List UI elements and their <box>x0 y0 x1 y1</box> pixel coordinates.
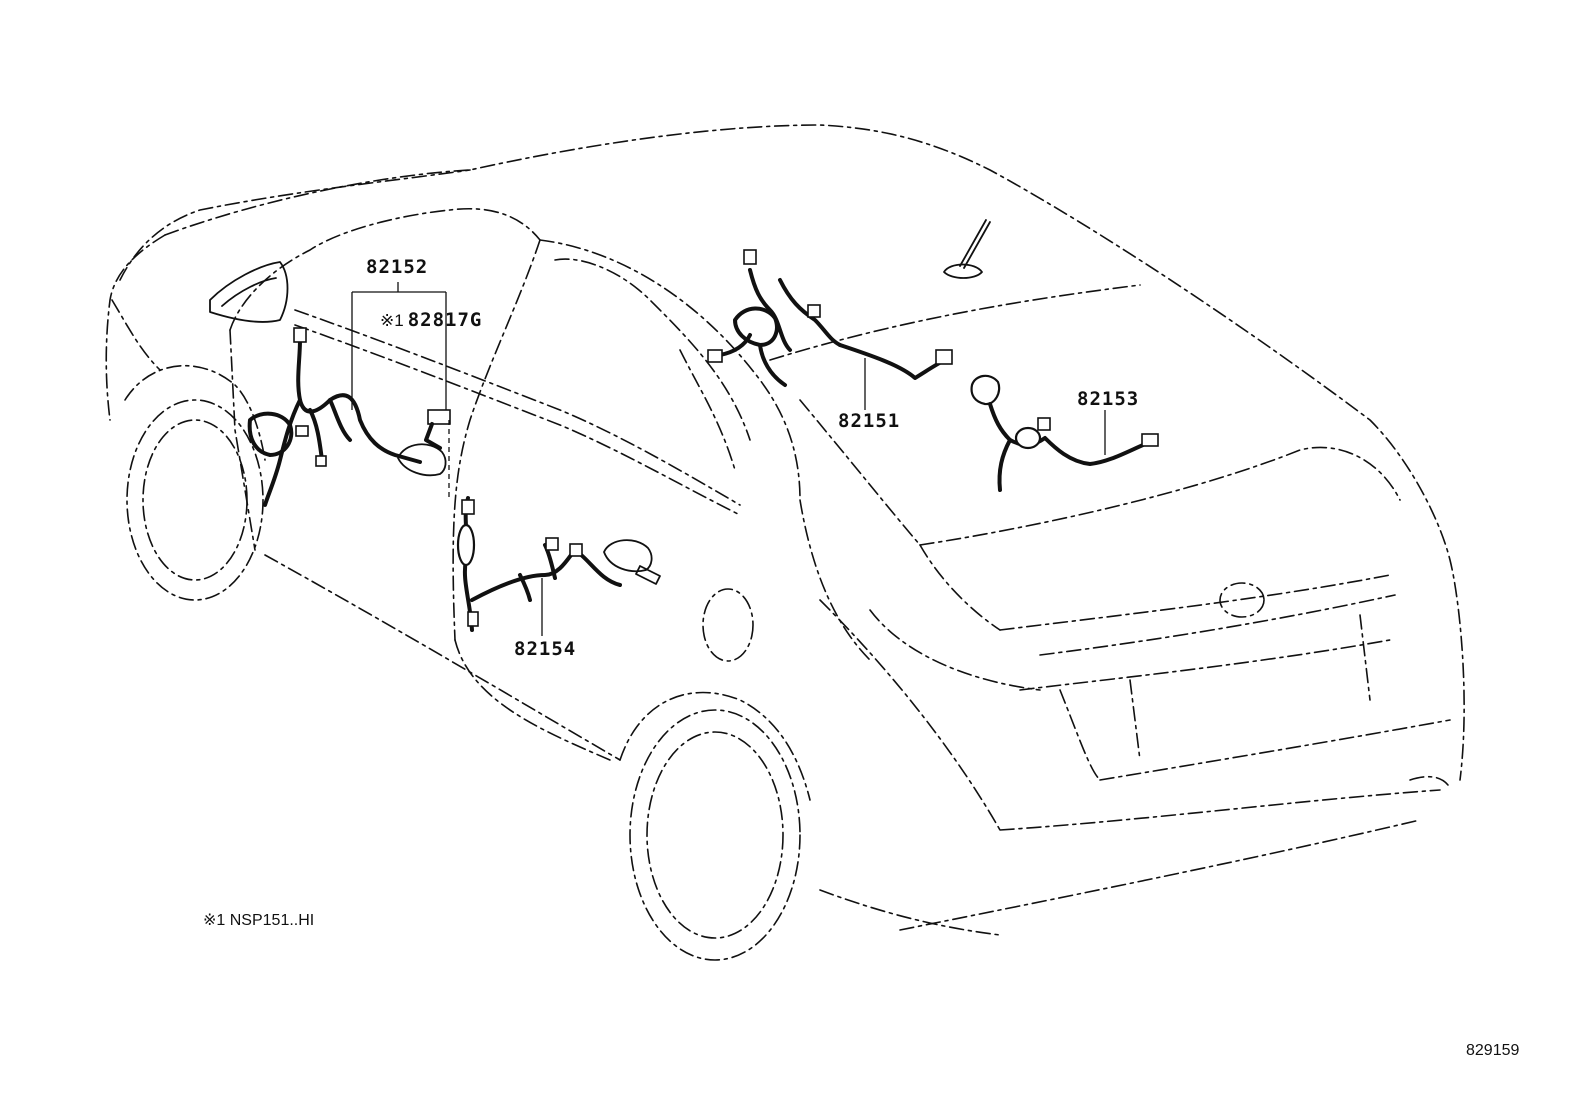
side-mirror <box>209 261 289 323</box>
harness-82151-drawing <box>707 249 953 387</box>
car-body-outline <box>105 124 1465 961</box>
roof-antenna <box>943 219 991 279</box>
door-handles <box>397 443 661 585</box>
part-label-82153[interactable]: 82153 <box>1077 388 1140 410</box>
part-label-82154[interactable]: 82154 <box>514 638 577 660</box>
harness-82152-drawing <box>247 327 451 507</box>
footnote-applicability: ※1 NSP151..HI <box>203 912 315 929</box>
harness-82153-drawing <box>970 374 1159 492</box>
part-label-82817g-group: ※1 82817G <box>380 309 482 331</box>
part-label-82817g[interactable]: 82817G <box>407 309 483 331</box>
footnote-mark: ※1 <box>380 311 404 330</box>
leader-lines <box>351 282 1106 636</box>
figure-number: 829159 <box>1466 1042 1520 1059</box>
harness-82154-drawing <box>456 496 622 632</box>
part-label-82151[interactable]: 82151 <box>838 410 901 432</box>
part-label-82152[interactable]: 82152 <box>366 256 429 278</box>
